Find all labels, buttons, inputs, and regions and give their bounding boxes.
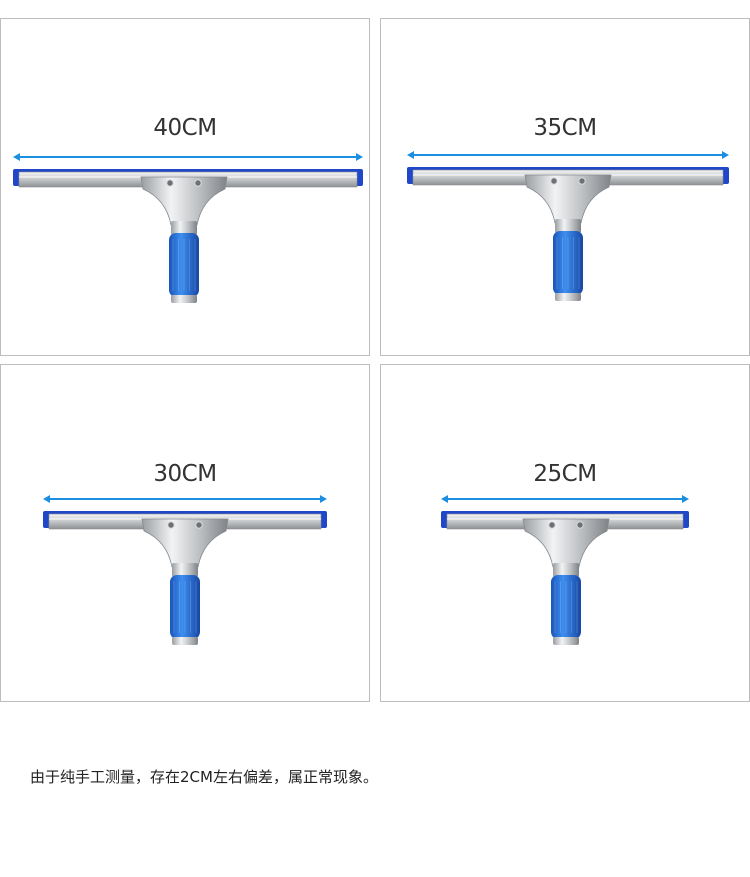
arrow-head-right [682,495,689,503]
blue-grip [170,575,200,639]
arrow-head-right [722,151,729,159]
squeegee-image [43,495,327,645]
size-label: 40CM [153,115,217,141]
bracket-screw-right [194,179,202,187]
arrow-head-left [407,151,414,159]
squeegee-image [407,151,729,301]
bracket-screw-right [195,521,203,529]
bracket-screw-left [548,521,556,529]
blue-grip [551,575,581,639]
size-label: 25CM [533,461,597,487]
product-panel-35cm: 35CM [380,18,750,356]
handle-bracket [522,518,610,568]
product-panel-30cm: 30CM [0,364,370,702]
handle-bracket [141,518,229,568]
handle-end-cap [555,293,581,301]
size-label: 30CM [153,461,217,487]
handle-end-cap [553,637,579,645]
bracket-screw-left [166,179,174,187]
handle-collar [171,221,197,235]
squeegee-image [13,153,363,303]
bracket-screw-right [578,177,586,185]
size-label: 35CM [533,115,597,141]
blue-grip [553,231,583,295]
measurement-note: 由于纯手工测量，存在2CM左右偏差，属正常现象。 [30,768,378,786]
handle-bracket [140,176,228,226]
arrow-head-left [43,495,50,503]
product-panel-40cm: 40CM [0,18,370,356]
handle-collar [553,563,579,577]
arrow-head-right [320,495,327,503]
bracket-screw-left [550,177,558,185]
handle-collar [172,563,198,577]
handle-bracket [524,174,612,224]
product-panel-25cm: 25CM [380,364,750,702]
handle-end-cap [171,295,197,303]
handle-collar [555,219,581,233]
bracket-screw-right [576,521,584,529]
blue-grip [169,233,199,297]
arrow-head-left [441,495,448,503]
handle-end-cap [172,637,198,645]
bracket-screw-left [167,521,175,529]
squeegee-image [441,495,689,645]
arrow-head-right [356,153,363,161]
arrow-head-left [13,153,20,161]
